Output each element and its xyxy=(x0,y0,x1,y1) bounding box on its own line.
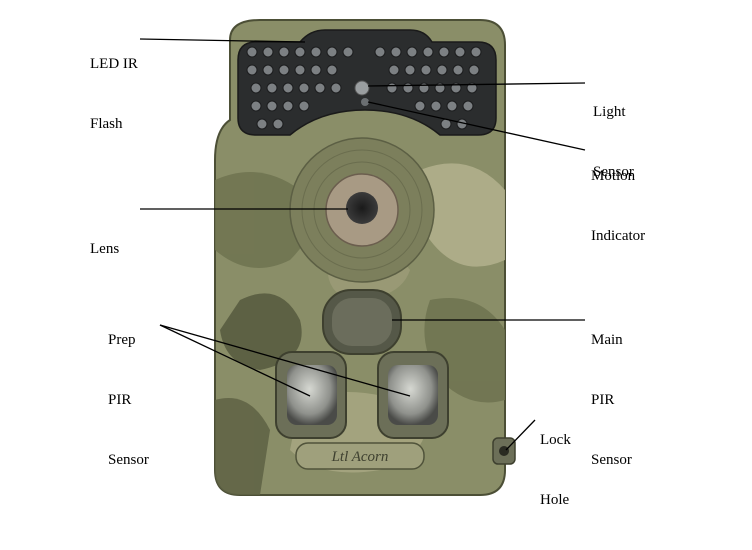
prep-pir-sensor-left xyxy=(275,351,347,439)
ir-led xyxy=(430,100,442,112)
ir-led xyxy=(470,46,482,58)
label-lock-hole-line2: Hole xyxy=(540,492,570,508)
ir-led xyxy=(246,46,258,58)
ir-led xyxy=(342,46,354,58)
ir-led xyxy=(294,46,306,58)
ir-led xyxy=(404,64,416,76)
ir-led xyxy=(466,82,478,94)
ir-led xyxy=(436,64,448,76)
ir-led xyxy=(386,82,398,94)
ir-led xyxy=(314,82,326,94)
leader-line-light-sensor xyxy=(367,82,586,87)
lens xyxy=(346,192,378,224)
label-lock-hole: Lock Hole xyxy=(540,390,571,550)
label-led-ir-flash-line1: LED IR xyxy=(90,56,138,72)
ir-led xyxy=(272,118,284,130)
label-led-ir-flash: LED IR Flash xyxy=(90,14,138,174)
camera-illustration: Ltl Acorn xyxy=(139,19,586,496)
label-lens: Lens xyxy=(90,199,119,299)
label-main-pir-sensor-line2: PIR xyxy=(591,392,615,408)
trail-camera-diagram: Ltl Acorn LED IR Flash Light Sensor Moti… xyxy=(90,14,645,508)
ir-led xyxy=(330,82,342,94)
ir-led xyxy=(266,82,278,94)
ir-led xyxy=(326,64,338,76)
label-motion-indicator: Motion Indicator xyxy=(591,126,645,286)
brand-logo-text: Ltl Acorn xyxy=(331,449,389,465)
ir-led xyxy=(326,46,338,58)
ir-led xyxy=(282,82,294,94)
ir-led xyxy=(402,82,414,94)
label-main-pir-sensor-line1: Main xyxy=(591,332,623,348)
ir-led xyxy=(388,64,400,76)
lens-assembly xyxy=(289,137,435,283)
label-light-sensor-line2: Sensor xyxy=(593,164,634,180)
ir-led xyxy=(446,100,458,112)
light-sensor xyxy=(354,80,370,96)
ir-led xyxy=(438,46,450,58)
label-light-sensor: Light Sensor xyxy=(593,62,634,222)
label-prep-pir-sensor: Prep PIR Sensor xyxy=(108,290,149,510)
ir-led xyxy=(450,82,462,94)
leader-line-prep-pir-left xyxy=(159,324,311,397)
ir-led xyxy=(246,64,258,76)
label-lock-hole-line1: Lock xyxy=(540,432,571,448)
label-prep-pir-sensor-line2: PIR xyxy=(108,392,132,408)
ir-led xyxy=(262,46,274,58)
label-prep-pir-sensor-line1: Prep xyxy=(108,332,136,348)
leader-line-prep-pir-right xyxy=(159,324,411,397)
ir-led xyxy=(420,64,432,76)
ir-led xyxy=(298,100,310,112)
ir-led xyxy=(406,46,418,58)
lock-hole xyxy=(492,437,516,465)
leader-line-led-ir-flash xyxy=(139,38,306,43)
ir-led xyxy=(282,100,294,112)
ir-led xyxy=(374,46,386,58)
ir-led xyxy=(278,64,290,76)
ir-led xyxy=(310,64,322,76)
prep-pir-sensor-right xyxy=(377,351,449,439)
ir-led xyxy=(294,64,306,76)
ir-led xyxy=(278,46,290,58)
ir-led xyxy=(390,46,402,58)
main-pir-sensor xyxy=(322,289,402,355)
ir-led xyxy=(298,82,310,94)
leader-lines xyxy=(139,38,586,451)
ir-led xyxy=(454,46,466,58)
ir-led xyxy=(462,100,474,112)
ir-led xyxy=(250,100,262,112)
label-lens-line1: Lens xyxy=(90,241,120,257)
motion-indicator xyxy=(361,98,369,106)
ir-led xyxy=(452,64,464,76)
brand-logo: Ltl Acorn xyxy=(295,442,425,470)
ir-led xyxy=(310,46,322,58)
leader-line-motion-indicator xyxy=(367,101,586,151)
ir-led xyxy=(256,118,268,130)
label-motion-indicator-line2: Indicator xyxy=(591,228,646,244)
label-motion-indicator-line1: Motion xyxy=(591,168,636,184)
label-main-pir-sensor-line3: Sensor xyxy=(591,452,632,468)
label-main-pir-sensor: Main PIR Sensor xyxy=(591,290,632,510)
ir-led xyxy=(414,100,426,112)
label-led-ir-flash-line2: Flash xyxy=(90,116,123,132)
ir-led xyxy=(250,82,262,94)
leader-line-lock-hole xyxy=(505,419,536,451)
ir-led xyxy=(418,82,430,94)
ir-led xyxy=(422,46,434,58)
label-light-sensor-line1: Light xyxy=(593,104,626,120)
ir-led xyxy=(266,100,278,112)
label-prep-pir-sensor-line3: Sensor xyxy=(108,452,149,468)
ir-led xyxy=(468,64,480,76)
ir-led xyxy=(262,64,274,76)
